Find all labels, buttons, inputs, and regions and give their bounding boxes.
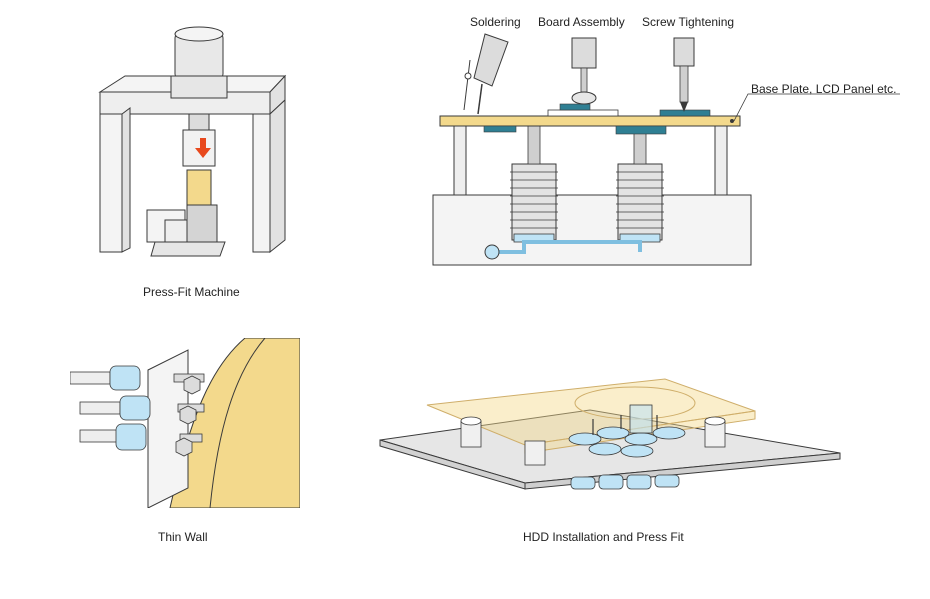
caption-press-fit-machine: Press-Fit Machine	[143, 285, 240, 299]
label-screw-tightening: Screw Tightening	[642, 15, 735, 29]
press-fit-machine-illustration	[95, 20, 295, 280]
press-arrow-icon	[195, 148, 211, 158]
assembly-station-illustration	[430, 30, 900, 270]
caption-thin-wall: Thin Wall	[158, 530, 208, 544]
press-arrow-shaft	[200, 138, 206, 148]
label-board-assembly: Board Assembly	[538, 15, 625, 29]
hdd-installation-drawing	[379, 378, 841, 490]
hdd-installation-illustration	[375, 375, 845, 505]
thin-wall-drawing	[70, 338, 300, 508]
label-soldering: Soldering	[470, 15, 521, 29]
press-fit-machine-drawing	[98, 26, 287, 257]
label-base-plate: Base Plate, LCD Panel etc.	[751, 82, 897, 96]
caption-hdd-installation: HDD Installation and Press Fit	[523, 530, 684, 544]
assembly-station-drawing	[432, 33, 900, 266]
thin-wall-illustration	[70, 338, 300, 508]
